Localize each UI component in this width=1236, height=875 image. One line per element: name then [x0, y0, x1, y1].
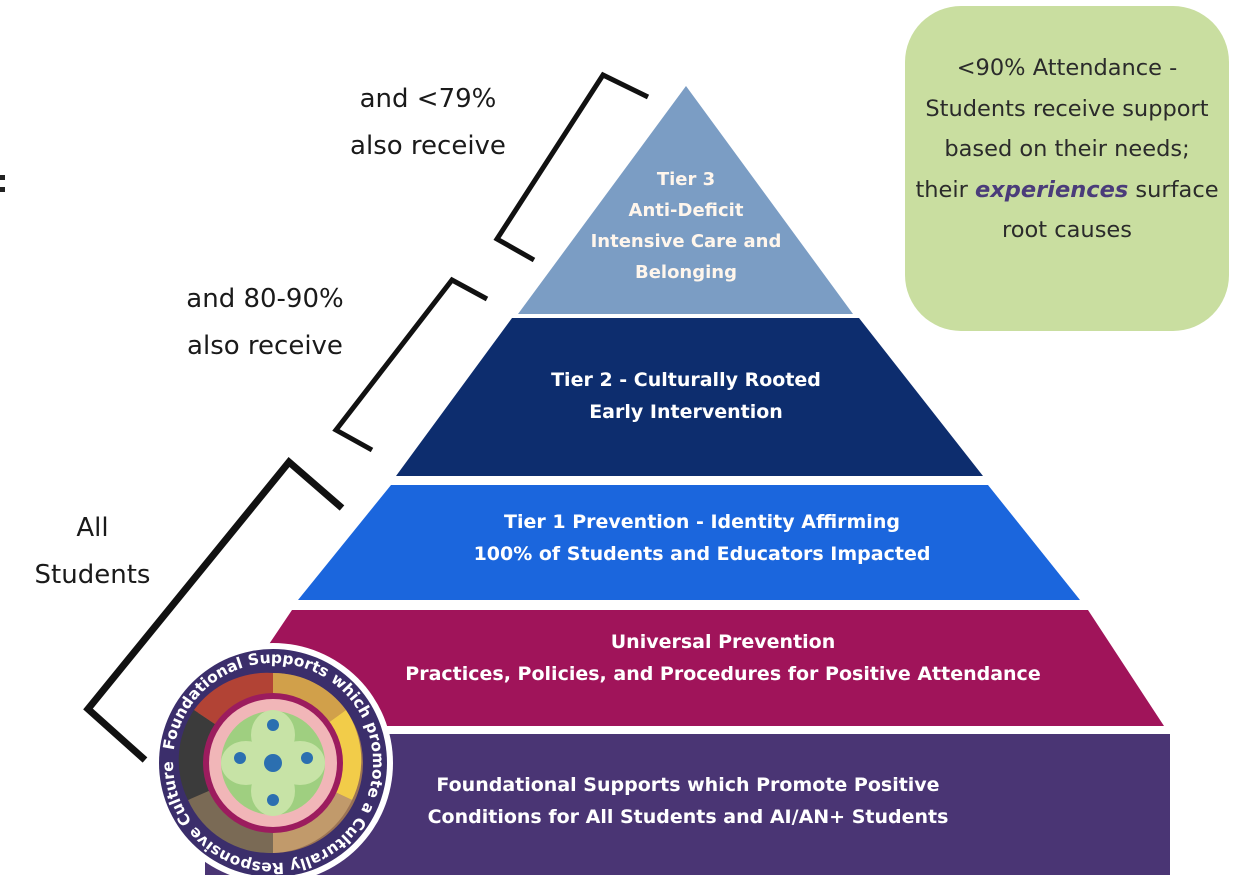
foundational-label: Foundational Supports which Promote Posi… — [427, 774, 949, 828]
tier3-layer — [518, 86, 853, 314]
tier2-bracket — [332, 276, 489, 453]
tier2-layer — [396, 318, 983, 476]
callout-text-part1: <90% Attendance - Students receive suppo… — [915, 55, 1209, 203]
tier3-label: Tier 3 Anti-Deficit Intensive Care and B… — [590, 169, 782, 283]
edge-mark — [0, 187, 5, 192]
tier2-label: Tier 2 - Culturally Rooted Early Interve… — [551, 369, 821, 423]
universal-layer — [214, 610, 1164, 726]
tier1-label: Tier 1 Prevention - Identity Affirming 1… — [473, 511, 931, 565]
all-students-side-label: All Students — [34, 513, 151, 590]
tier1-layer — [298, 485, 1080, 600]
tier3-side-label: and <79% also receive — [350, 84, 506, 161]
tier2-side-label: and 80-90% also receive — [186, 284, 344, 361]
edge-mark — [0, 175, 5, 180]
tier3-bracket — [493, 71, 650, 263]
callout-text-part2: surface root causes — [1002, 176, 1219, 244]
foundational-layer — [205, 734, 1170, 875]
all-students-bracket — [83, 456, 345, 763]
attendance-callout: <90% Attendance - Students receive suppo… — [905, 6, 1229, 331]
callout-emphasis: experiences — [975, 176, 1129, 203]
universal-label: Universal Prevention Practices, Policies… — [405, 631, 1041, 685]
